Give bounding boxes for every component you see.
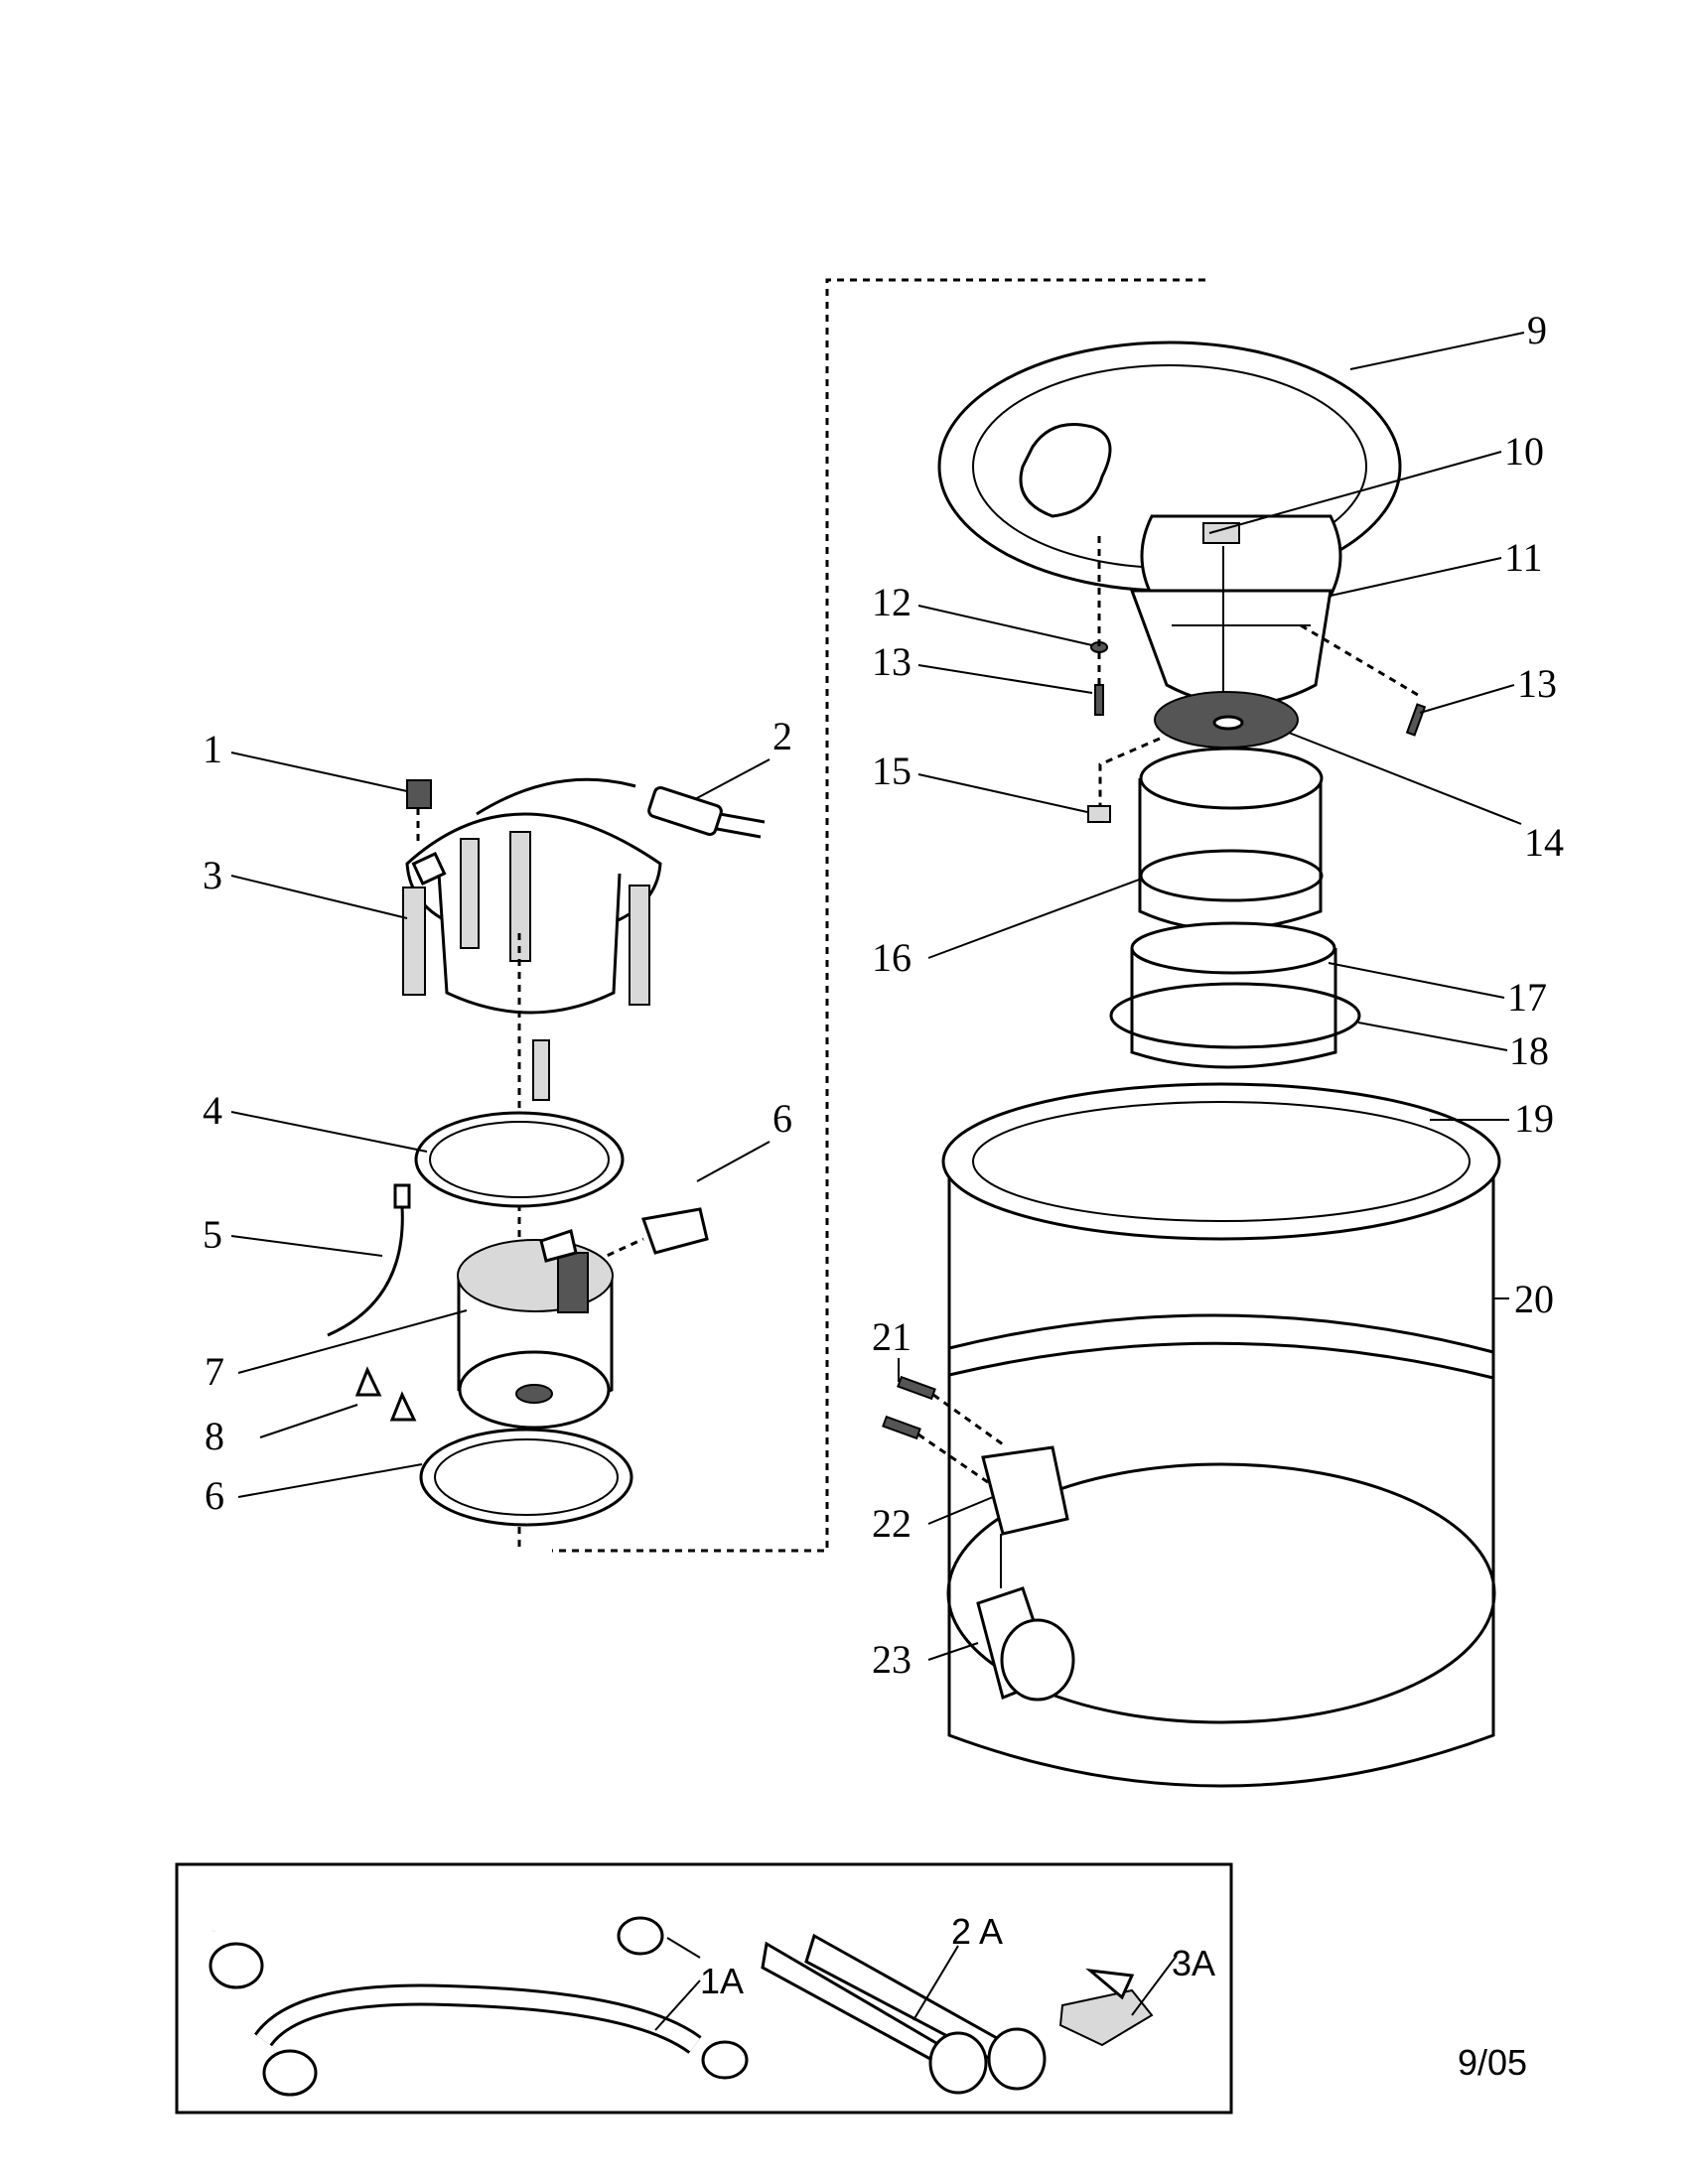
label-part-14: 14	[1524, 820, 1564, 865]
label-part-2: 2	[772, 714, 792, 758]
label-part-7: 7	[205, 1349, 224, 1394]
tank-part	[941, 1082, 1501, 1788]
label-part-6-connector: 6	[772, 1096, 792, 1141]
label-part-4: 4	[203, 1088, 222, 1133]
screw-right-part	[1405, 703, 1427, 737]
screws-part	[882, 1375, 1004, 1491]
label-accessory-3A: 3A	[1172, 1943, 1215, 1983]
filter-cage-part	[1130, 921, 1337, 1069]
label-part-6-gasket: 6	[205, 1473, 224, 1518]
wire-nuts-part	[354, 1366, 417, 1422]
label-part-16: 16	[872, 935, 912, 980]
accessories-box: 1A 2 A 3A	[175, 1862, 1233, 2115]
label-part-19: 19	[1514, 1096, 1554, 1141]
hose-lower-accessory	[253, 1983, 749, 2097]
gasket-ring-part	[1109, 982, 1361, 1049]
label-part-23: 23	[872, 1637, 912, 1682]
filter-disc-part	[1154, 691, 1299, 749]
gasket-part	[414, 1111, 625, 1208]
switch-part	[406, 779, 432, 809]
assembly-dashed-outline	[552, 278, 1205, 1553]
hose-upper-accessory	[206, 1868, 664, 1989]
crevice-tool-accessory	[1058, 1968, 1154, 2047]
filter-cylinder-part	[1138, 747, 1324, 931]
label-part-8: 8	[205, 1414, 224, 1458]
label-accessory-1A: 1A	[700, 1961, 744, 2001]
label-part-3: 3	[203, 853, 222, 897]
label-part-1: 1	[203, 727, 222, 771]
wire-lead-part	[327, 1183, 411, 1337]
caster-wheel-part	[976, 1586, 1075, 1702]
extension-wands-accessory	[761, 1933, 1047, 2095]
label-accessory-2A: 2 A	[951, 1911, 1003, 1952]
motor-part	[457, 1229, 614, 1430]
label-part-22: 22	[872, 1501, 912, 1546]
label-part-21: 21	[872, 1314, 912, 1359]
screw-left-part	[1094, 684, 1104, 716]
power-cord-part	[476, 777, 766, 839]
date-code: 9/05	[1458, 2042, 1527, 2083]
label-part-17: 17	[1507, 975, 1547, 1020]
caster-bracket-part	[981, 1445, 1069, 1536]
label-part-18: 18	[1509, 1028, 1549, 1073]
label-part-5: 5	[203, 1212, 222, 1257]
label-part-12: 12	[872, 580, 912, 624]
label-part-13-left: 13	[872, 639, 912, 684]
clip-part	[1087, 805, 1111, 823]
part-labels: 1 2 3 4 5 6 7 8 6 9 10 11 12 13 13 15 14…	[203, 308, 1564, 1682]
label-part-20: 20	[1514, 1277, 1554, 1321]
label-part-15: 15	[872, 749, 912, 793]
filter-housing-part	[1129, 514, 1342, 707]
leader-lines	[230, 332, 1525, 1661]
connector-part	[595, 1207, 709, 1263]
label-part-10: 10	[1504, 429, 1544, 474]
label-part-11: 11	[1504, 535, 1543, 580]
motor-cover-part	[402, 812, 662, 1101]
label-part-9: 9	[1527, 308, 1547, 352]
lower-gasket-part	[419, 1428, 633, 1527]
label-part-13-right: 13	[1517, 661, 1557, 706]
